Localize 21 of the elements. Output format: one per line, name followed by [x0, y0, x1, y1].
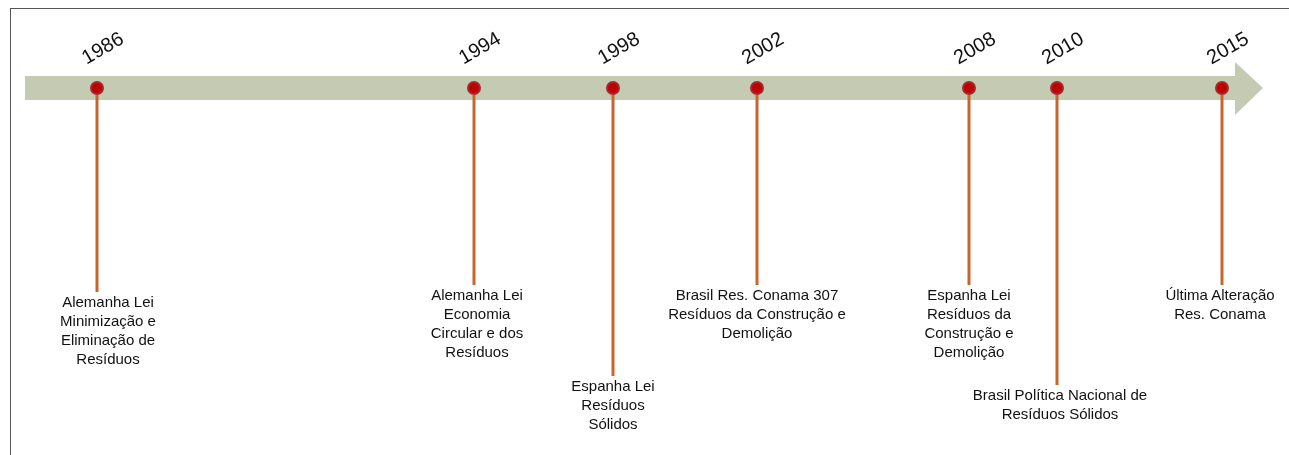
leader-line: [755, 95, 759, 285]
leader-line: [1220, 95, 1224, 285]
year-label: 1994: [454, 26, 505, 69]
leader-line: [95, 95, 99, 292]
leader-line: [1055, 95, 1059, 385]
leader-line: [611, 95, 615, 376]
leader-line: [472, 95, 476, 285]
year-label: 2015: [1202, 26, 1253, 69]
year-label: 2002: [737, 26, 788, 69]
event-description: Espanha Lei Resíduos Sólidos: [558, 376, 668, 433]
year-label: 2008: [949, 26, 1000, 69]
year-label: 2010: [1037, 26, 1088, 69]
event-description: Alemanha Lei Economia Circular e dos Resíduos: [417, 285, 537, 361]
event-description: Alemanha Lei Minimização e Eliminação de Resíduos: [45, 292, 171, 368]
event-description: Espanha Lei Resíduos da Construção e Demolição: [909, 285, 1029, 361]
event-description: Brasil Res. Conama 307 Resíduos da Construção e Demolição: [664, 285, 850, 342]
year-label: 1998: [593, 26, 644, 69]
event-description: Brasil Política Nacional de Resíduos Sólidos: [970, 385, 1150, 423]
event-description: Última Alteração Res. Conama: [1165, 285, 1275, 323]
leader-line: [967, 95, 971, 285]
year-label: 1986: [77, 26, 128, 69]
